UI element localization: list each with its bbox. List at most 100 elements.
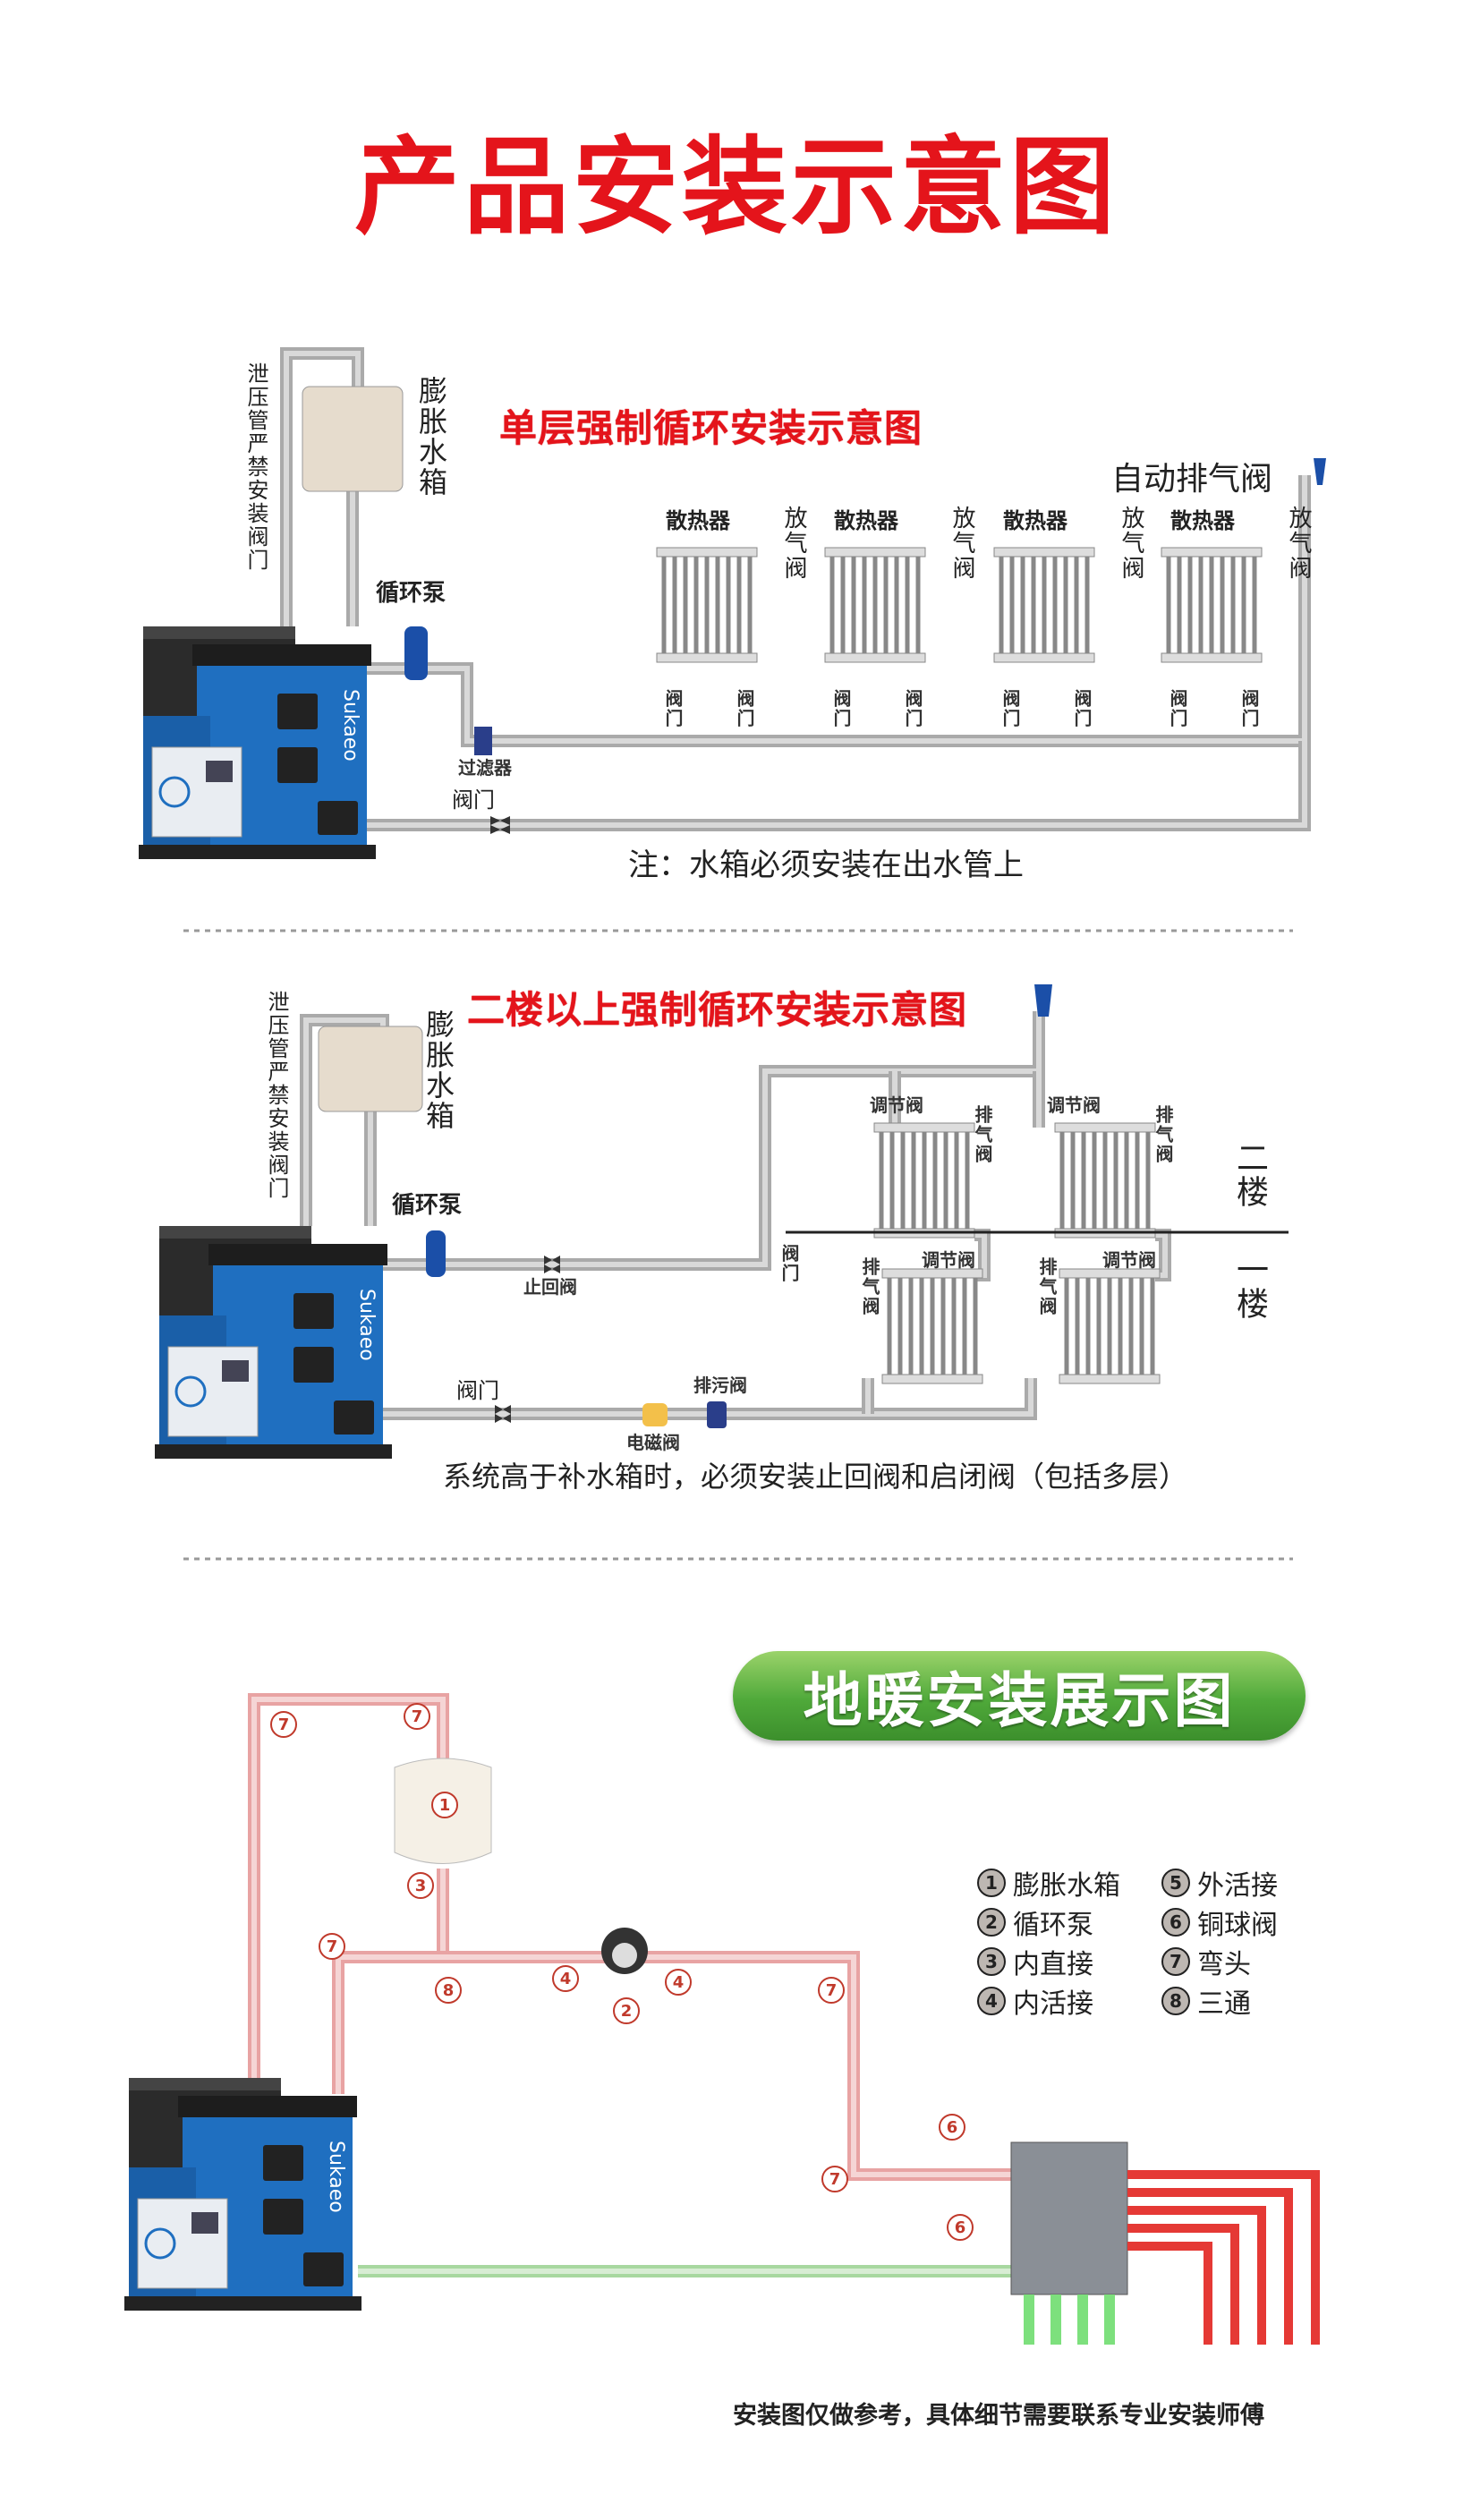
auto-vent-valve: [1034, 984, 1052, 1017]
legend-item: 7 弯头: [1161, 1942, 1251, 1981]
radiator-label: 散热器: [666, 508, 730, 533]
valve: [495, 1405, 511, 1423]
boiler: [123, 2076, 363, 2312]
pump-label: 循环泵: [376, 580, 447, 607]
bleed-valve-label: 放气阀: [1118, 506, 1144, 581]
expansion-tank: [318, 1026, 423, 1112]
part-callout: 8: [435, 1977, 462, 2004]
expansion-tank-label: 膨胀水箱: [421, 1009, 455, 1131]
auto-vent-valve: [1314, 458, 1326, 485]
manifold: [1010, 2141, 1128, 2295]
pipe: [284, 351, 361, 626]
valve-label: 阀门: [778, 1244, 800, 1283]
legend-label: 外活接: [1197, 1870, 1278, 1902]
check-valve: [544, 1256, 560, 1273]
legend-number: 6: [1161, 1908, 1190, 1937]
legend-number: 5: [1161, 1869, 1190, 1897]
regulating-valve-label: 调节阀: [870, 1094, 923, 1116]
radiator-label: 散热器: [1003, 508, 1067, 533]
radiator-valve-label: 阀门: [830, 689, 852, 728]
part-callout: 7: [319, 1933, 345, 1960]
legend-item: 4 内活接: [977, 1981, 1093, 2021]
legend-item: 6 铜球阀: [1161, 1903, 1278, 1942]
part-callout: 6: [939, 2114, 965, 2141]
legend-label: 膨胀水箱: [1013, 1870, 1120, 1902]
pipe: [367, 741, 1307, 828]
part-callout: 7: [270, 1711, 297, 1738]
drain-valve-label: 排污阀: [693, 1375, 747, 1396]
pipe: [251, 1697, 446, 2078]
regulating-valve-label: 调节阀: [1102, 1249, 1156, 1271]
legend-item: 5 外活接: [1161, 1863, 1278, 1903]
radiator-valve-label: 阀门: [662, 689, 684, 728]
legend-label: 内活接: [1013, 1988, 1093, 2020]
circulation-pump: [426, 1230, 446, 1277]
section3-banner: 地暖安装展示图: [733, 1651, 1306, 1741]
legend-item: 1 膨胀水箱: [977, 1863, 1120, 1903]
boiler: [137, 625, 378, 861]
section2-title: 二楼以上强制循环安装示意图: [467, 988, 968, 1032]
solenoid-valve: [642, 1403, 668, 1426]
part-callout: 2: [613, 1997, 640, 2024]
legend-label: 循环泵: [1013, 1910, 1093, 1941]
section3-note: 安装图仅做参考，具体细节需要联系专业安装师傅: [733, 2402, 1264, 2430]
legend-number: 2: [977, 1908, 1006, 1937]
solenoid-valve-label: 电磁阀: [626, 1432, 680, 1453]
bleed-valve-label: 放气阀: [1285, 506, 1312, 581]
regulating-valve-label: 调节阀: [1047, 1094, 1101, 1116]
filter: [474, 727, 492, 755]
expansion-tank: [302, 386, 404, 492]
part-callout: 4: [552, 1965, 579, 1992]
legend-label: 内直接: [1013, 1949, 1093, 1980]
section1-title: 单层强制循环安装示意图: [499, 406, 923, 450]
section2-note: 系统高于补水箱时，必须安装止回阀和启闭阀（包括多层）: [443, 1460, 1188, 1494]
radiator-label: 散热器: [1170, 508, 1235, 533]
part-callout: 6: [947, 2214, 974, 2241]
pipe: [376, 1378, 1033, 1417]
pipe: [336, 1954, 1011, 2177]
legend-item: 8 三通: [1161, 1981, 1251, 2021]
legend-number: 7: [1161, 1947, 1190, 1976]
part-callout: 7: [404, 1703, 430, 1730]
pipe: [358, 475, 1307, 744]
vent-valve-label: 排气阀: [1036, 1257, 1058, 1316]
expansion-tank-label: 膨胀水箱: [414, 376, 448, 498]
pipe: [367, 741, 1311, 831]
pipes: [248, 347, 1311, 2277]
page-title: 产品安装示意图: [354, 125, 1119, 249]
bleed-valve-label: 放气阀: [780, 506, 807, 581]
pipe: [376, 1011, 1042, 1267]
auto-vent-label: 自动排气阀: [1111, 461, 1273, 498]
radiator-valve-label: 阀门: [902, 689, 923, 728]
legend-number: 3: [977, 1947, 1006, 1976]
legend-number: 8: [1161, 1987, 1190, 2015]
check-valve-label: 止回阀: [523, 1276, 577, 1298]
radiator-valve-label: 阀门: [1071, 689, 1093, 728]
pump-label: 循环泵: [392, 1192, 463, 1219]
floor-heating-loops: [1127, 2170, 1320, 2345]
legend-label: 弯头: [1197, 1949, 1251, 1980]
radiator-valve-label: 阀门: [1167, 689, 1188, 728]
part-callout: 1: [431, 1792, 458, 1818]
relief-pipe-label: 泄压管严禁安装阀门: [243, 362, 268, 572]
legend-label: 铜球阀: [1197, 1910, 1278, 1941]
boiler: [153, 1224, 394, 1460]
part-callout: 7: [821, 2166, 848, 2192]
filter-label: 过滤器: [458, 757, 512, 779]
drain-valve: [707, 1401, 727, 1428]
bleed-valve-label: 放气阀: [948, 506, 975, 581]
radiator-valve-label: 阀门: [999, 689, 1021, 728]
radiator-valve-label: 阀门: [734, 689, 755, 728]
vent-valve-label: 排气阀: [972, 1105, 993, 1164]
radiator-label: 散热器: [834, 508, 898, 533]
circulation-pump: [404, 626, 428, 680]
pipe: [376, 1011, 1045, 1271]
legend-number: 4: [977, 1987, 1006, 2015]
part-callout: 7: [818, 1977, 845, 2004]
part-callout: 4: [665, 1969, 692, 1996]
floor1-label: 一楼: [1231, 1253, 1268, 1321]
vent-valve-label: 排气阀: [1153, 1105, 1174, 1164]
part-callout: 3: [407, 1872, 434, 1899]
section1-note: 注：水箱必须安装在出水管上: [628, 847, 1024, 883]
